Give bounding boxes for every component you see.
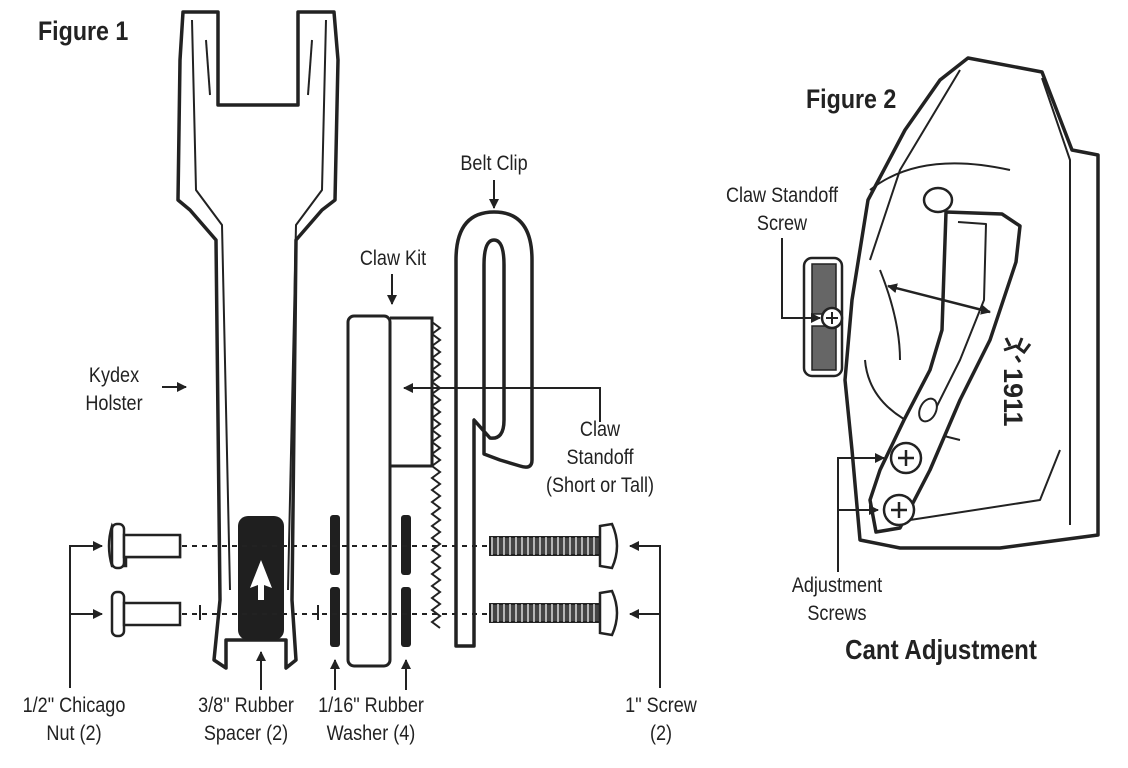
rubber-washers-drawing bbox=[330, 515, 411, 647]
label-rubber-washer: 1/16" Rubber Washer (4) bbox=[315, 692, 427, 748]
adjustment-screws-drawing bbox=[882, 441, 923, 527]
label-adjustment-screws: Adjustment Screws bbox=[781, 572, 893, 628]
claw-kit-drawing bbox=[346, 314, 442, 668]
brand-logo bbox=[1003, 337, 1032, 363]
label-claw-kit: Claw Kit bbox=[359, 247, 427, 270]
fig2-claw-standoff-drawing bbox=[802, 256, 844, 378]
figure2-title: Figure 2 bbox=[806, 84, 897, 114]
label-rubber-washer-line1: 1/16" Rubber bbox=[318, 694, 424, 717]
cant-direction-arrow bbox=[887, 283, 991, 315]
label-rubber-spacer: 3/8" Rubber Spacer (2) bbox=[189, 692, 303, 748]
label-kydex-holster: Kydex Holster bbox=[80, 362, 149, 418]
cant-adjustment-caption: Cant Adjustment bbox=[845, 634, 1037, 665]
label-screw: 1" Screw (2) bbox=[614, 692, 709, 748]
label-screw-line1: 1" Screw bbox=[625, 694, 697, 717]
label-claw-standoff: Claw Standoff (Short or Tall) bbox=[531, 416, 669, 500]
label-screw-line2: (2) bbox=[649, 722, 673, 745]
label-chicago-nut-line2: Nut (2) bbox=[46, 722, 102, 745]
figure1-title: Figure 1 bbox=[38, 16, 129, 46]
label-chicago-nut-line1: 1/2" Chicago bbox=[22, 694, 126, 717]
label-rubber-washer-line2: Washer (4) bbox=[326, 722, 416, 745]
chicago-nuts-drawing bbox=[107, 522, 182, 638]
label-rubber-spacer-line2: Spacer (2) bbox=[203, 722, 289, 745]
label-kydex-holster-line1: Kydex bbox=[88, 364, 140, 387]
rubber-spacer-drawing bbox=[238, 516, 284, 640]
figure2-leaders bbox=[781, 238, 885, 572]
label-claw-standoff-line2: Standoff bbox=[566, 446, 634, 469]
label-claw-standoff-line3: (Short or Tall) bbox=[545, 474, 655, 497]
label-claw-standoff-line1: Claw bbox=[579, 418, 621, 441]
alignment-dashes bbox=[182, 545, 488, 615]
kydex-holster-drawing bbox=[176, 10, 340, 670]
fig2-belt-clip-drawing bbox=[868, 210, 1022, 534]
screws-drawing bbox=[489, 522, 619, 637]
model-stamp: 1911 bbox=[998, 368, 1028, 427]
label-claw-standoff-screw: Claw Standoff Screw bbox=[722, 182, 842, 238]
label-chicago-nut: 1/2" Chicago Nut (2) bbox=[14, 692, 134, 748]
figure1-leaders bbox=[69, 180, 661, 690]
label-claw-standoff-screw-line1: Claw Standoff bbox=[725, 184, 839, 207]
label-kydex-holster-line2: Holster bbox=[85, 392, 143, 415]
belt-clip-drawing bbox=[454, 210, 534, 648]
label-rubber-spacer-line1: 3/8" Rubber bbox=[198, 694, 294, 717]
label-adjustment-screws-line1: Adjustment bbox=[791, 574, 883, 597]
label-adjustment-screws-line2: Screws bbox=[807, 602, 867, 625]
label-belt-clip: Belt Clip bbox=[460, 152, 528, 175]
label-claw-standoff-screw-line2: Screw bbox=[756, 212, 808, 235]
